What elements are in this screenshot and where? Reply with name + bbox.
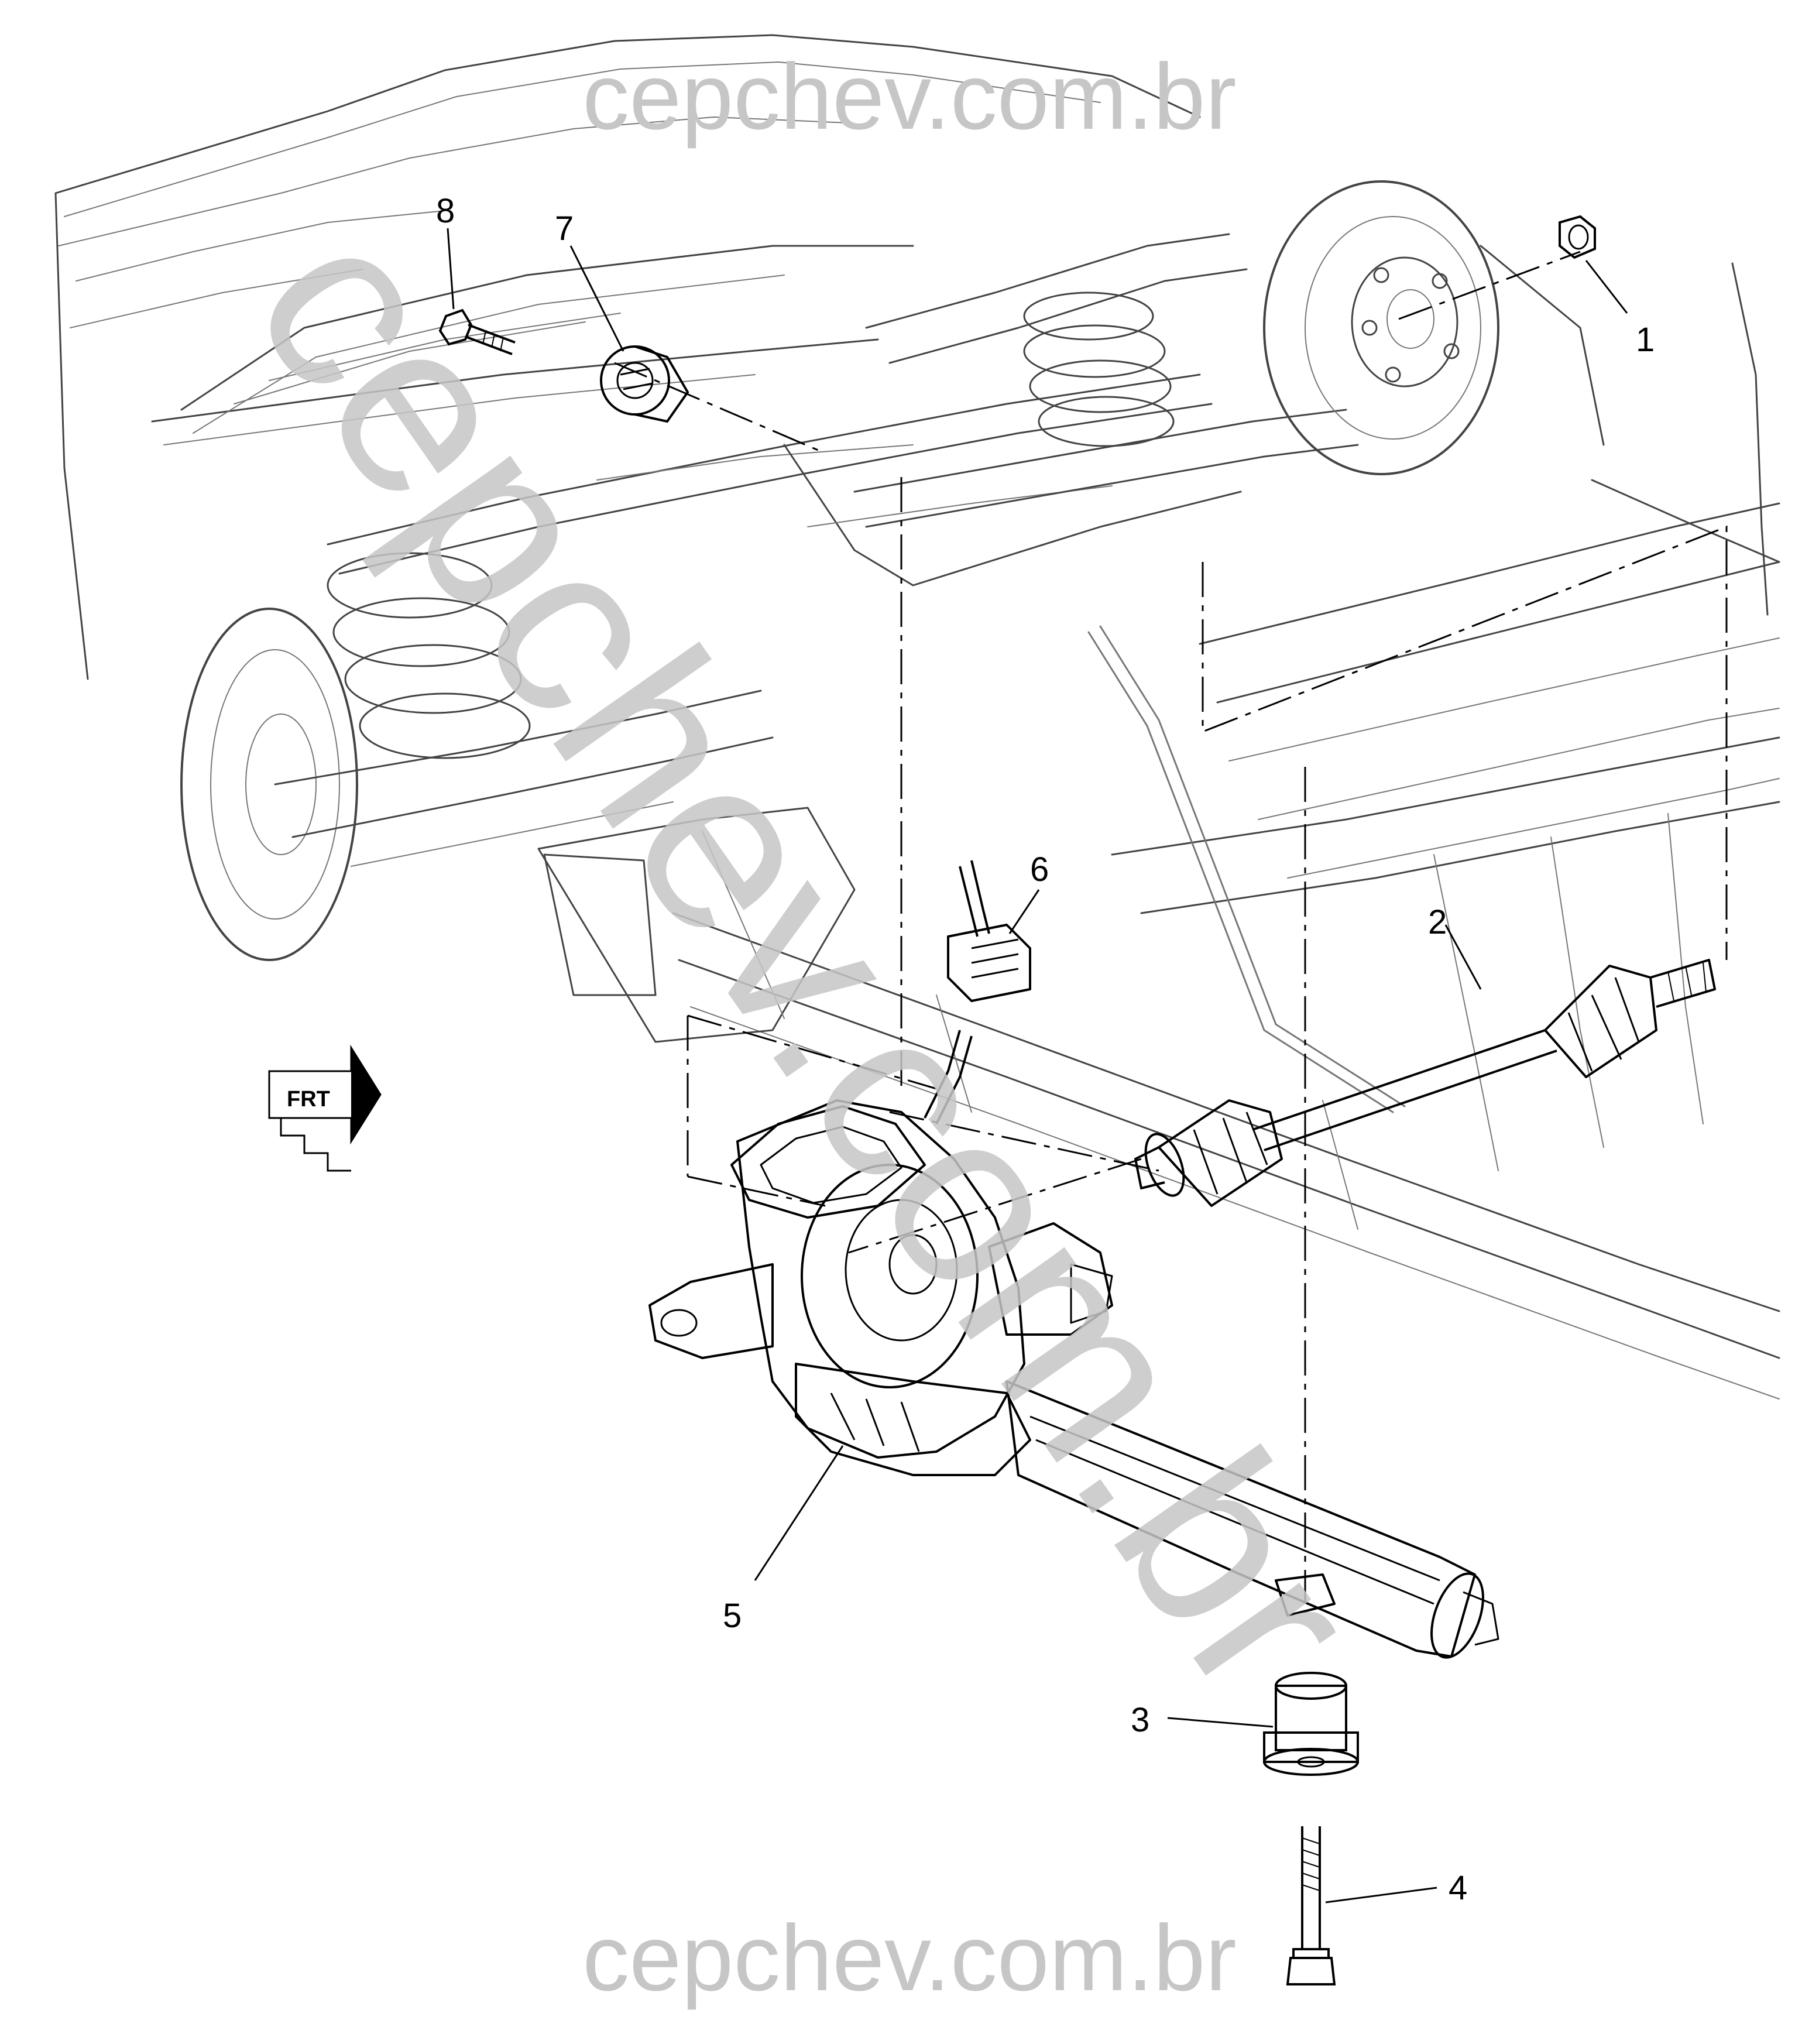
front-indicator: FRT <box>268 1044 382 1172</box>
callout-labels: 1 2 3 4 5 6 7 8 <box>436 192 1655 1907</box>
mount-bushing <box>1263 1672 1359 1776</box>
drive-shaft <box>1134 959 1716 1207</box>
nut <box>1559 215 1596 259</box>
left-coil-spring <box>327 552 531 759</box>
watermark-bottom: cepchev.com.br <box>582 1905 1237 2010</box>
callout-1: 1 <box>1636 321 1655 359</box>
watermark-top: cepchev.com.br <box>582 44 1237 149</box>
leader-lines <box>447 228 1628 1904</box>
right-coil-spring <box>1023 291 1175 447</box>
callout-3: 3 <box>1131 1701 1149 1739</box>
watermark-diagonal: cepchev.com.br <box>202 177 1412 1742</box>
alignment-lines <box>614 251 1728 1604</box>
mount-bolt <box>1286 1826 1336 1985</box>
drive-unit <box>648 1030 1499 1659</box>
bolt <box>438 308 516 355</box>
vehicle-underbody <box>54 34 1780 1400</box>
callout-4: 4 <box>1449 1869 1467 1907</box>
callout-8: 8 <box>436 192 455 230</box>
callout-7: 7 <box>555 210 574 248</box>
callout-6: 6 <box>1030 850 1049 889</box>
front-arrow-icon <box>268 1044 382 1172</box>
left-brake-rotor <box>180 608 358 961</box>
watermarks: cepchev.com.br cepchev.com.br cepchev.co… <box>202 44 1412 2010</box>
bushing <box>600 345 689 423</box>
callout-5: 5 <box>723 1597 742 1635</box>
electrical-connector <box>947 860 1031 1002</box>
front-label: FRT <box>287 1087 330 1112</box>
callout-2: 2 <box>1428 903 1447 941</box>
right-brake-rotor <box>1263 180 1499 475</box>
